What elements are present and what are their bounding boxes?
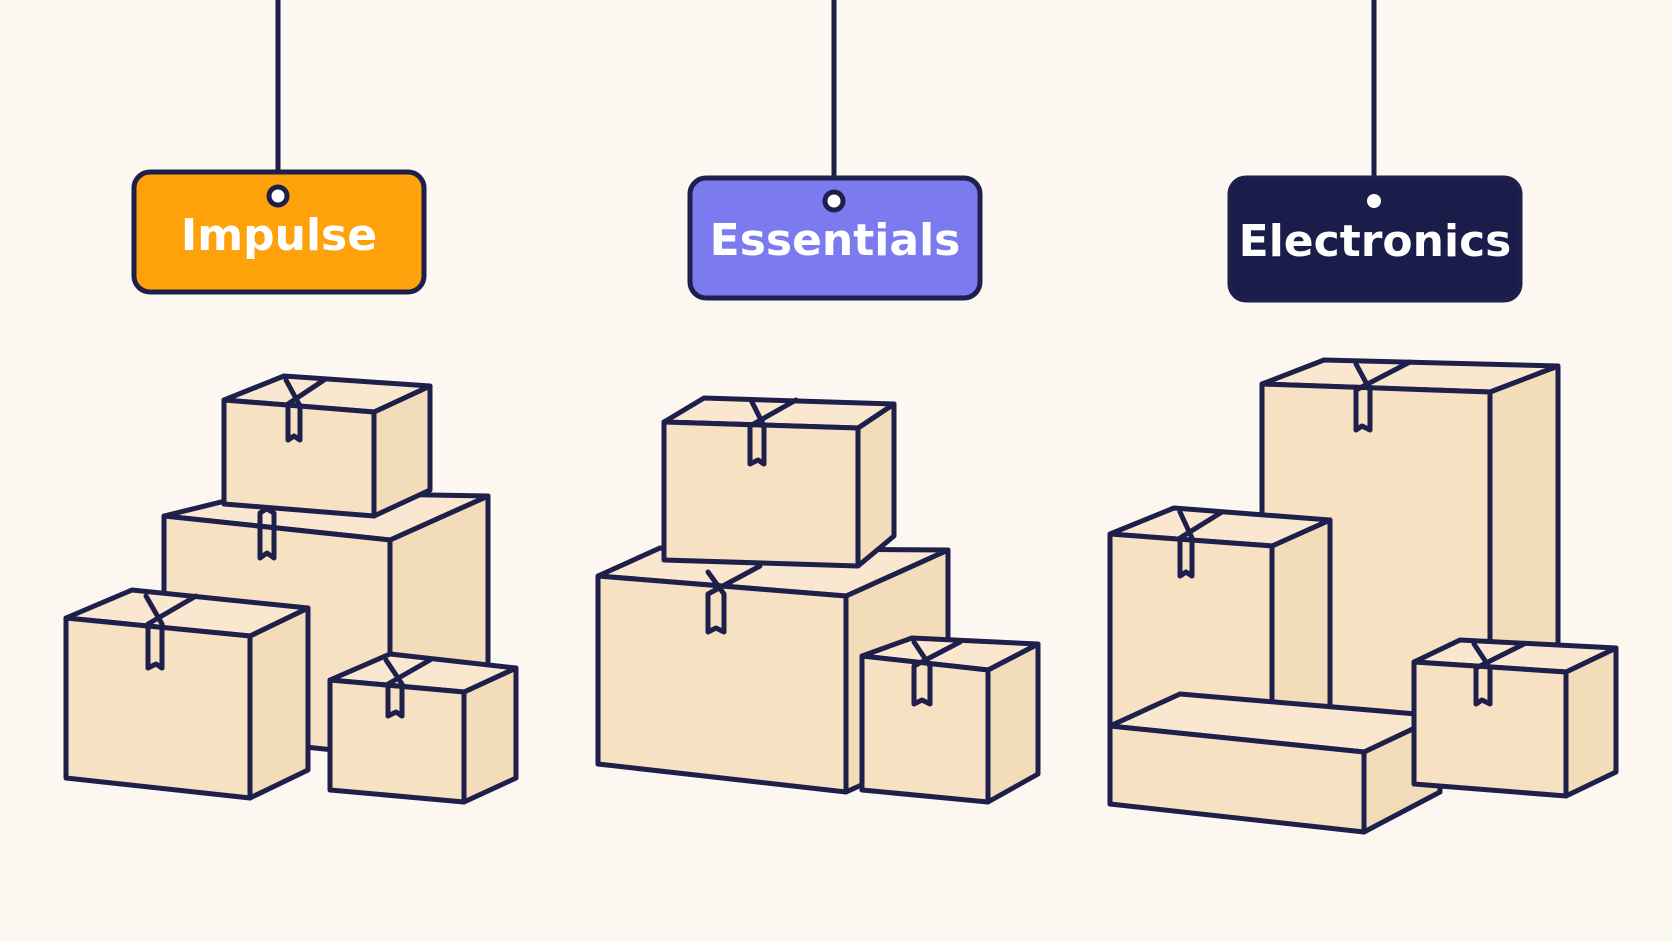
tag-hole-icon <box>822 189 846 213</box>
tag-plate <box>687 175 983 301</box>
cardboard-box-icon <box>1411 637 1619 799</box>
tag-label: Impulse <box>181 210 377 261</box>
cardboard-box-icon <box>221 373 433 519</box>
group-essentials: Essentials <box>595 0 1041 805</box>
cardboard-box-icon <box>63 587 311 801</box>
cardboard-box-icon <box>1107 691 1443 835</box>
group-electronics: Electronics <box>1107 0 1619 835</box>
tag-plate <box>1227 175 1523 303</box>
group-impulse: Impulse <box>63 0 519 805</box>
box-stack-electronics <box>1107 357 1619 835</box>
tag-hole-icon <box>1367 194 1381 208</box>
category-tag-electronics: Electronics <box>1227 175 1523 303</box>
cardboard-box-icon <box>327 651 519 805</box>
box-stack-essentials <box>595 395 1041 805</box>
cardboard-box-icon <box>859 635 1041 805</box>
tag-plate <box>131 169 427 295</box>
category-tag-impulse: Impulse <box>131 169 427 295</box>
category-tag-essentials: Essentials <box>687 175 983 301</box>
tag-hole-icon <box>266 184 290 208</box>
box-stack-impulse <box>63 373 519 805</box>
cardboard-box-icon <box>661 395 897 569</box>
tag-label: Essentials <box>710 215 961 266</box>
tag-label: Electronics <box>1239 216 1512 267</box>
